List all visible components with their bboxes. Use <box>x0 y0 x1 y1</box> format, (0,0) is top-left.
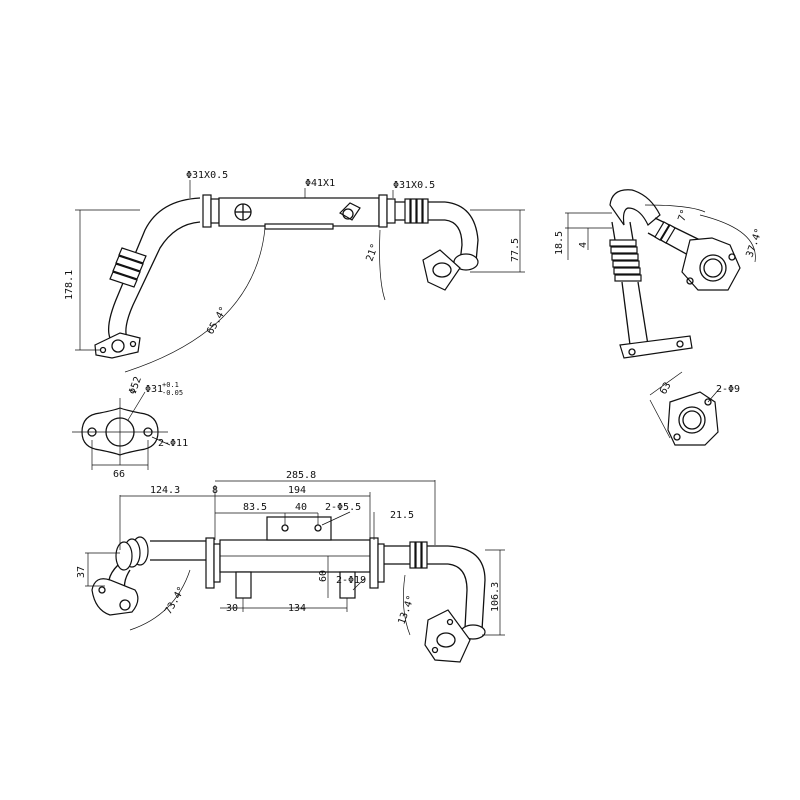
dim-front-height-right: 106.3 <box>490 582 501 612</box>
side-bottom-flange <box>619 335 693 359</box>
dim-front-port-spacing: 134 <box>288 603 306 614</box>
dim-flange-left-hole: Φ31 <box>145 384 163 395</box>
top-body-elbow <box>339 202 361 221</box>
flange-right-detail: 63 2-Φ9 <box>649 371 740 446</box>
dim-top-pipe-left: Φ31X0.5 <box>186 170 228 181</box>
dim-flange-left-bolt-holes: 2-Φ11 <box>158 438 188 449</box>
dim-flange-right-width: 63 <box>658 381 674 397</box>
dim-front-right-small: 21.5 <box>390 510 414 521</box>
dim-flange-left-bore: Φ52 <box>127 375 144 396</box>
top-right-flange <box>422 249 461 291</box>
top-right-collar <box>378 194 388 228</box>
flange-left-detail: Φ52 Φ31 +0.1 -0.05 2-Φ11 66 <box>72 375 188 480</box>
front-right-bellows <box>409 541 428 569</box>
dim-front-body-small: 8 <box>212 485 218 496</box>
dim-front-overall: 285.8 <box>286 470 316 481</box>
dim-front-port-left: 30 <box>226 603 238 614</box>
top-left-bellows <box>109 247 147 288</box>
side-right-flange <box>681 237 741 291</box>
dim-top-pipe-right: Φ31X0.5 <box>393 180 435 191</box>
dim-front-angle-left: 73.4° <box>163 585 188 617</box>
dim-front-body-len: 194 <box>288 485 306 496</box>
front-left-collar <box>205 537 215 589</box>
dim-top-body: Φ41X1 <box>305 178 335 189</box>
dim-front-ports: 2-Φ19 <box>336 575 366 586</box>
side-bellows <box>609 239 642 282</box>
top-right-bellows <box>404 198 429 224</box>
side-top-elbow <box>609 189 661 226</box>
dim-flange-left-tol-lower: -0.05 <box>162 389 183 397</box>
top-left-collar <box>202 194 212 228</box>
dim-side-offset-top: 18.5 <box>554 231 565 255</box>
flange-right-plate <box>667 391 719 446</box>
dim-flange-left-width: 66 <box>113 469 125 480</box>
dim-side-angle-right: 37.4° <box>744 227 765 259</box>
front-port-left <box>235 571 252 599</box>
dim-top-height-total: 178.1 <box>64 270 75 300</box>
dim-top-angle-right: 21° <box>364 242 381 263</box>
top-right-pipe-outer <box>444 201 479 263</box>
top-left-pipe-outer <box>107 197 201 339</box>
dim-top-angle-left: 65.4° <box>205 305 230 337</box>
dim-top-height-right: 77.5 <box>510 238 521 262</box>
dim-side-offset-small: 4 <box>578 242 589 248</box>
flange-right-bore <box>678 406 706 434</box>
dim-side-angle-top: 7° <box>676 208 690 223</box>
top-left-flange <box>94 332 141 359</box>
front-view: 285.8 124.3 194 8 83.5 40 2-Φ5.5 21.5 37… <box>76 470 505 663</box>
top-view: Φ31X0.5 Φ41X1 Φ31X0.5 178.1 77.5 21° 65.… <box>64 170 525 373</box>
front-left-bellows <box>115 536 149 571</box>
front-mount-plate <box>266 516 332 541</box>
front-right-flange <box>424 609 471 663</box>
dim-front-left-offset: 124.3 <box>150 485 180 496</box>
dim-front-angle-right: 13.4° <box>396 594 417 626</box>
side-branch-bellows <box>654 221 676 244</box>
dim-front-port-height: 60 <box>318 570 329 582</box>
dim-front-plate-width: 40 <box>295 502 307 513</box>
front-left-flange <box>91 578 139 616</box>
front-port-right <box>339 571 356 599</box>
dim-flange-right-bolt-holes: 2-Φ9 <box>716 384 740 395</box>
dim-flange-left-tol-upper: +0.1 <box>162 381 179 389</box>
dim-front-plate-offset: 83.5 <box>243 502 267 513</box>
side-view: 18.5 4 7° 37.4° <box>554 189 765 359</box>
dim-front-height-left: 37 <box>76 566 87 578</box>
front-right-collar <box>369 537 379 589</box>
top-left-pipe-inner <box>125 221 201 341</box>
dim-front-plate-holes: 2-Φ5.5 <box>325 502 361 513</box>
